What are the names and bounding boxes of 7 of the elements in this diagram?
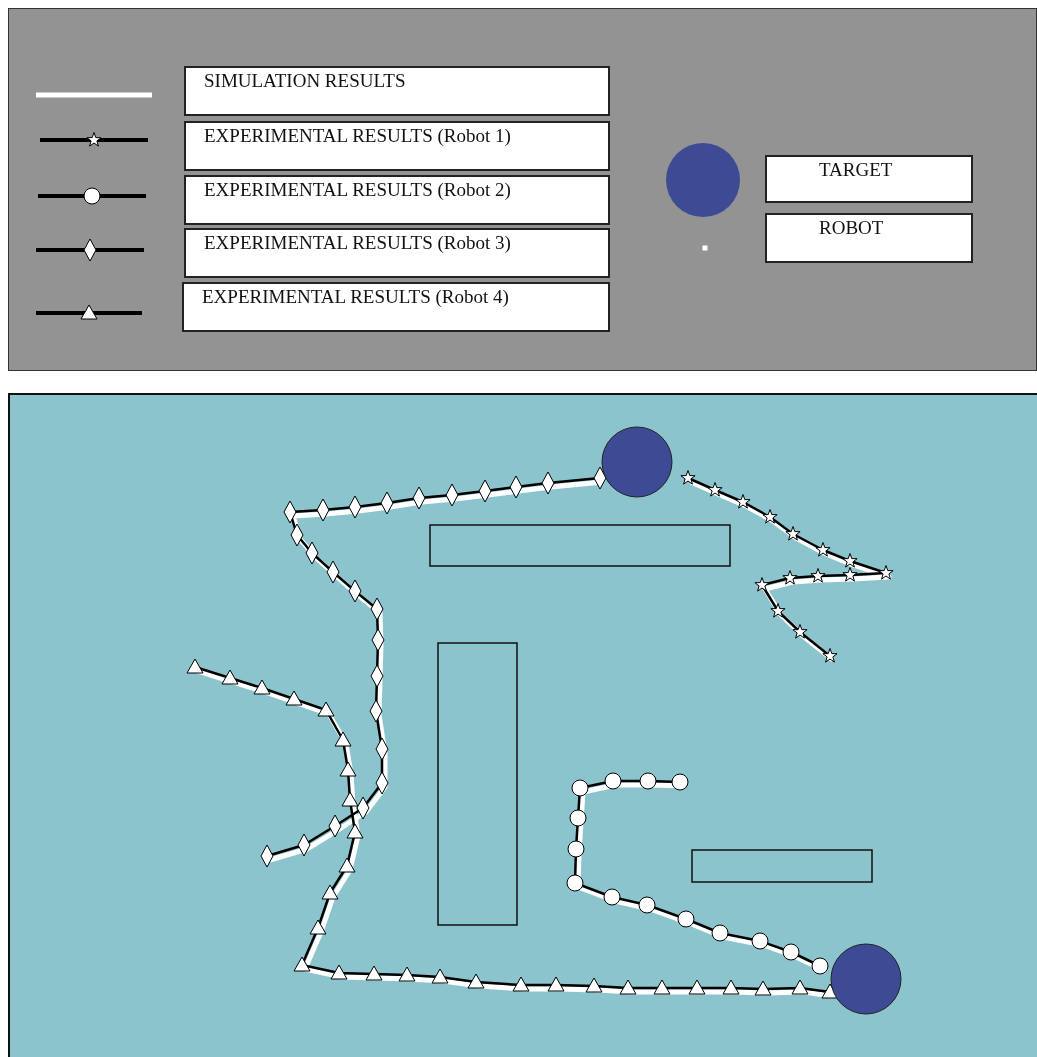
legend-label: EXPERIMENTAL RESULTS (Robot 3) xyxy=(184,228,610,278)
legend-label: EXPERIMENTAL RESULTS (Robot 1) xyxy=(184,121,610,171)
legend-label: EXPERIMENTAL RESULTS (Robot 4) xyxy=(182,282,610,332)
legend-label: EXPERIMENTAL RESULTS (Robot 2) xyxy=(184,175,610,225)
legend-label: TARGET xyxy=(765,155,973,203)
legend-label: ROBOT xyxy=(765,213,973,263)
legend-label: SIMULATION RESULTS xyxy=(184,66,610,116)
